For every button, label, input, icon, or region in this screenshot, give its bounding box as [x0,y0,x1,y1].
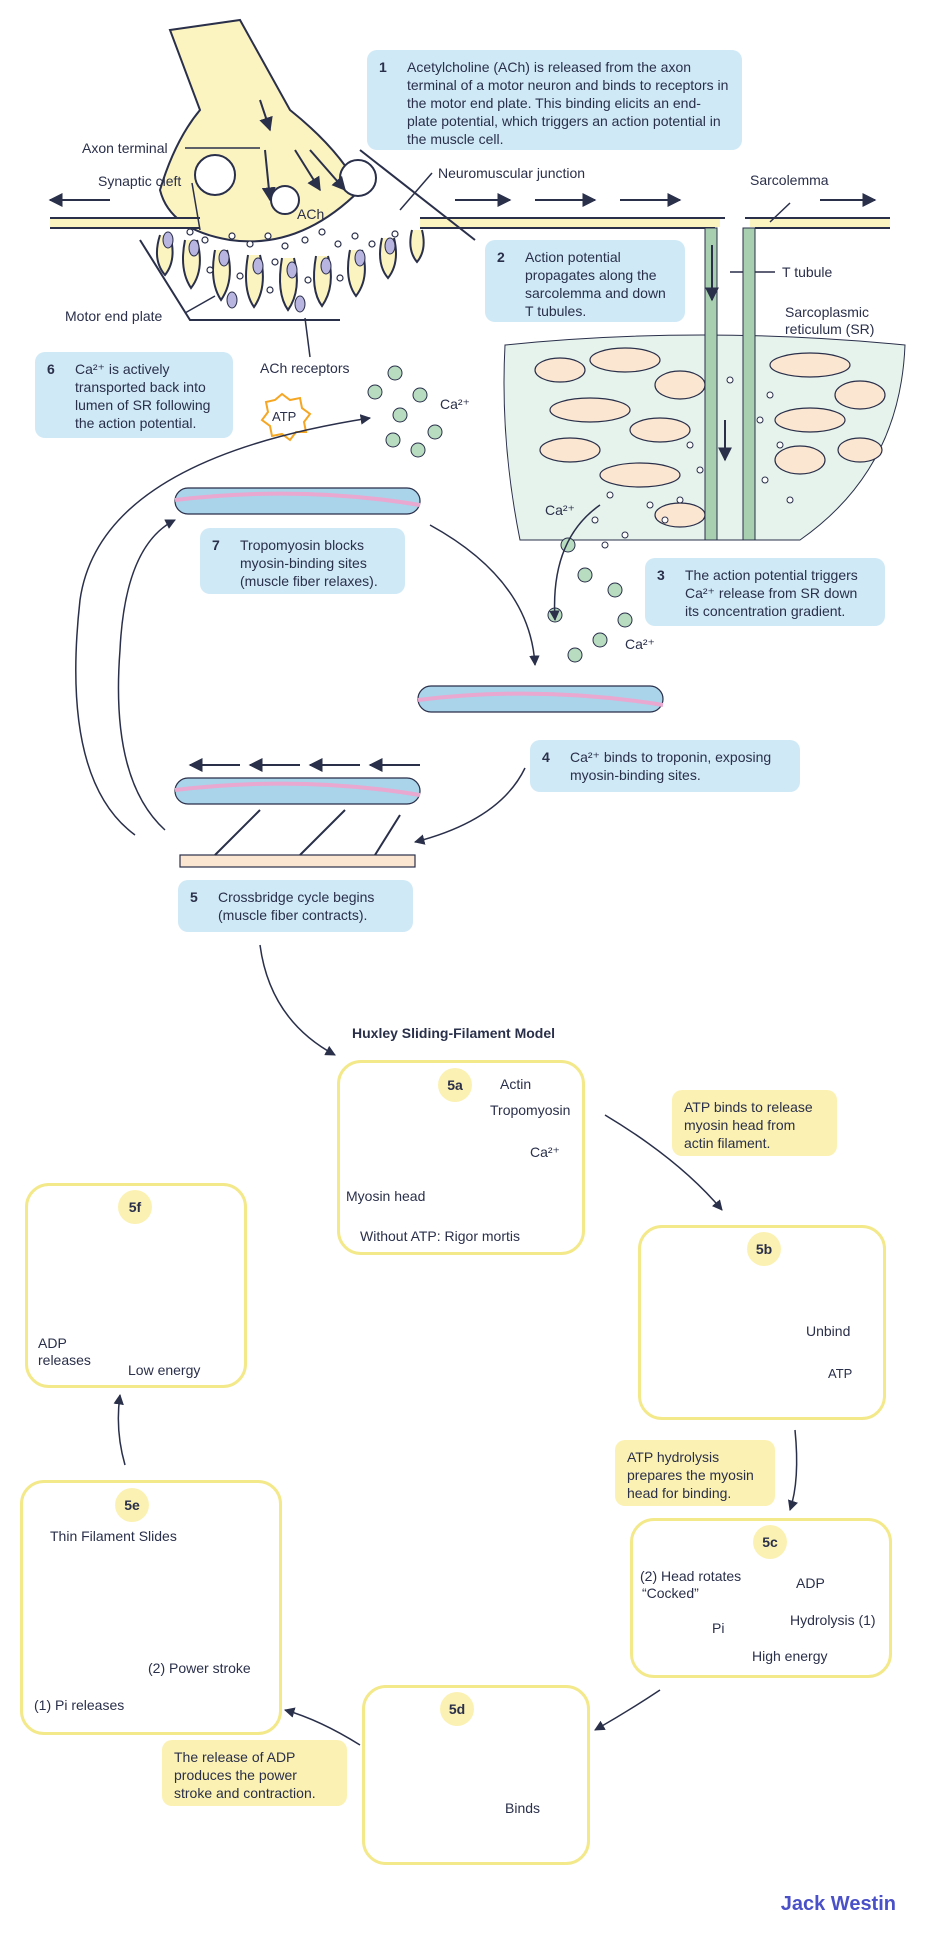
step-5-text: Crossbridge cycle begins (muscle fiber c… [218,889,375,923]
badge-5f: 5f [118,1190,152,1224]
label-power-stroke: (2) Power stroke [148,1660,251,1676]
label-hydrolysis: Hydrolysis (1) [790,1612,876,1628]
note-atp-binds: ATP binds to release myosin head from ac… [672,1090,837,1156]
badge-5e: 5e [115,1488,149,1522]
label-low-energy: Low energy [128,1362,201,1378]
sarcoplasmic-reticulum [503,227,906,549]
step-6-box: 6 Ca²⁺ is actively transported back into… [35,352,233,438]
note-adp-release: The release of ADP produces the power st… [162,1740,347,1806]
label-actin: Actin [500,1076,532,1092]
badge-5d: 5d [440,1692,474,1726]
label-adp-releases: ADP releases [38,1335,91,1368]
badge-5a: 5a [438,1068,472,1102]
label-ca-top: Ca²⁺ [440,396,470,412]
label-axon-terminal: Axon terminal [82,140,168,156]
ach-receptors [162,231,396,313]
step-1-text: Acetylcholine (ACh) is released from the… [407,59,729,147]
nmj-bracket [359,149,476,241]
label-pi-5c: Pi [712,1620,725,1636]
cycle-arrows [75,414,601,1056]
label-unbind: Unbind [806,1323,851,1339]
step-2-text: Action potential propagates along the sa… [525,249,666,319]
step-2-box: 2 Action potential propagates along the … [485,240,685,322]
thin-filament-7 [174,487,421,515]
label-high-energy: High energy [752,1648,828,1664]
axon-terminal-shape [158,18,377,243]
label-binds: Binds [505,1800,541,1816]
label-atp-5b: ATP [828,1366,853,1381]
step-2-number: 2 [497,249,505,265]
label-cocked: “Cocked” [642,1585,699,1601]
thin-filament-4 [417,685,664,713]
label-atp-top: ATP [272,409,297,424]
sarcolemma-membrane [48,193,890,229]
ach-molecules [186,228,399,294]
panel-5e [20,1480,282,1735]
label-thin-filament-slides: Thin Filament Slides [50,1528,177,1544]
label-head-rotates: (2) Head rotates [640,1568,742,1584]
step-3-box: 3 The action potential triggers Ca²⁺ rel… [645,558,885,626]
step-7-box: 7 Tropomyosin blocks myosin-binding site… [200,528,405,594]
label-neuromuscular-junction: Neuromuscular junction [438,165,586,181]
label-ca-mid: Ca²⁺ [545,502,575,518]
label-pi-releases: (1) Pi releases [34,1697,125,1713]
label-ach-receptors: ACh receptors [260,360,350,376]
label-rigor-mortis: Without ATP: Rigor mortis [360,1228,521,1244]
label-ca-5a: Ca²⁺ [530,1144,560,1160]
label-ca-low: Ca²⁺ [625,636,655,652]
panel-5d [362,1685,590,1865]
brand-logo-text: Jack Westin [780,1893,896,1915]
label-motor-end-plate: Motor end plate [65,308,163,324]
label-sr: Sarcoplasmic reticulum (SR) [785,304,875,337]
step-5-box: 5 Crossbridge cycle begins (muscle fiber… [178,880,413,932]
label-sarcolemma: Sarcolemma [750,172,829,188]
badge-5b: 5b [747,1232,781,1266]
label-ach: ACh [297,206,325,222]
step-6-text: Ca²⁺ is actively transported back into l… [75,361,211,431]
note-atp-hydrolysis: ATP hydrolysis prepares the myosin head … [615,1440,775,1506]
step-5-number: 5 [190,889,198,905]
badge-5c: 5c [753,1525,787,1559]
label-adp-5c: ADP [796,1575,825,1591]
label-synaptic-cleft: Synaptic cleft [98,173,182,189]
label-tropomyosin: Tropomyosin [490,1102,571,1118]
step-1-number: 1 [379,59,387,75]
end-plate-bracket [139,239,340,321]
step-6-number: 6 [47,361,55,377]
step-7-number: 7 [212,537,220,553]
step-4-number: 4 [542,749,550,765]
ca-ions [367,365,633,663]
label-myosin-head: Myosin head [346,1188,426,1204]
label-t-tubule: T tubule [782,264,833,280]
step-3-number: 3 [657,567,665,583]
step-7-text: Tropomyosin blocks myosin-binding sites … [240,537,378,589]
huxley-arrows [113,1114,798,1746]
step-3-text: The action potential triggers Ca²⁺ relea… [685,567,858,619]
model-title: Huxley Sliding-Filament Model [352,1025,556,1041]
thin-filament-5 [174,758,421,868]
step-4-text: Ca²⁺ binds to troponin, exposing myosin-… [570,749,772,783]
step-4-box: 4 Ca²⁺ binds to troponin, exposing myosi… [530,740,800,792]
step-1-box: 1 Acetylcholine (ACh) is released from t… [367,50,742,150]
